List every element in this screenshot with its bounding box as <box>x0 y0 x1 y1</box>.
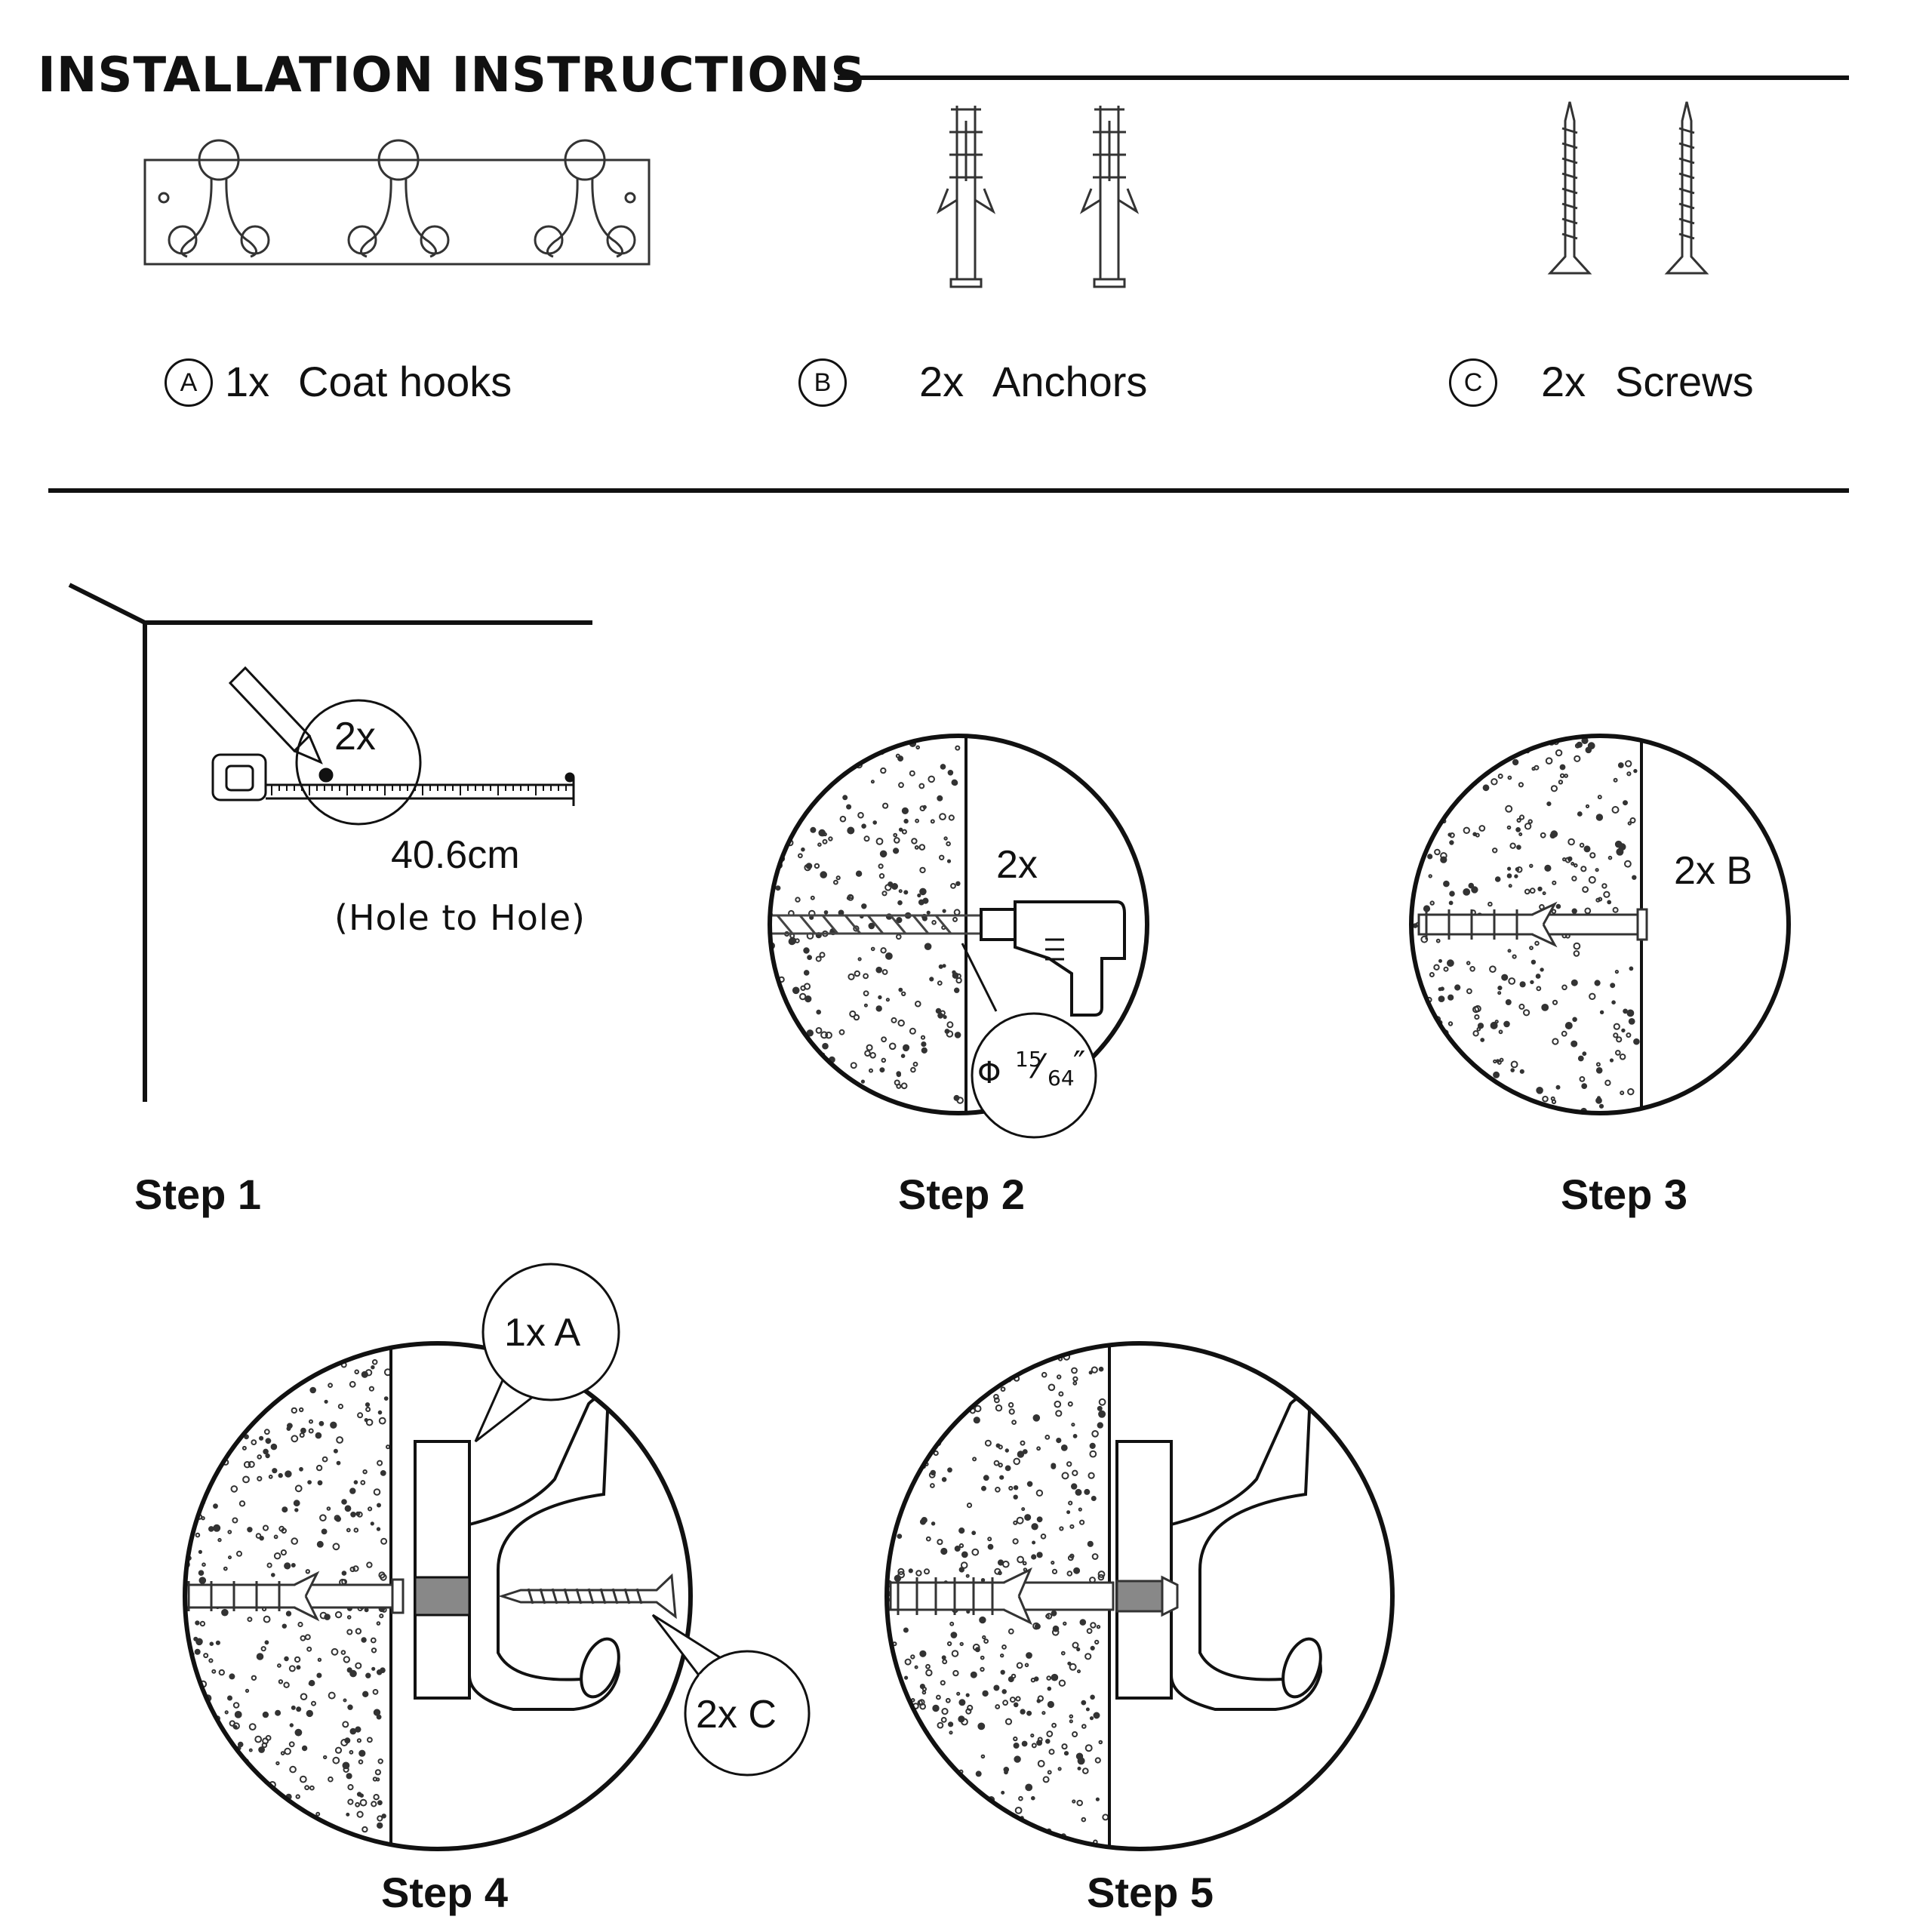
callout-2xC <box>651 1614 811 1777</box>
drill-size-numerator: 15 <box>1015 1047 1042 1072</box>
part-b-name: Anchors <box>992 358 1148 405</box>
part-a-name: Coat hooks <box>298 358 512 405</box>
step5-caption: Step 5 <box>1087 1869 1214 1916</box>
step2-caption: Step 2 <box>898 1171 1026 1218</box>
coat-rack-icon <box>143 139 651 266</box>
anchor-installed-icon <box>1417 901 1648 948</box>
part-c-badge: C <box>1449 358 1497 407</box>
part-c-qty: 2x <box>1541 358 1586 405</box>
step4-callout-a: 1x A <box>504 1311 581 1355</box>
drill-bit <box>770 914 981 935</box>
threaded-sleeve <box>414 1576 471 1617</box>
drill-size-slash: ⁄ <box>1035 1048 1041 1086</box>
mark-dot <box>318 768 334 783</box>
step3-caption: Step 3 <box>1561 1171 1688 1218</box>
mark-dot <box>565 772 575 783</box>
step2-diagram <box>768 734 1149 1139</box>
part-a-badge: A <box>165 358 213 407</box>
step4-diagram <box>183 1263 811 1851</box>
step1-diagram <box>68 583 592 1102</box>
part-b-badge: B <box>798 358 847 407</box>
wall-anchor-icon <box>936 106 1140 288</box>
drill-size-unit: ″ <box>1073 1044 1086 1083</box>
part-a-qty: 1x <box>225 358 270 405</box>
concrete-texture <box>770 736 964 1113</box>
step1-count: 2x <box>334 715 376 758</box>
diameter-symbol: Φ <box>977 1056 1001 1091</box>
screw-icon <box>1547 101 1709 275</box>
pencil-icon <box>228 666 323 764</box>
step2-count: 2x <box>996 843 1038 887</box>
step1-caption: Step 1 <box>134 1171 262 1218</box>
step4-callout-c: 2x C <box>696 1693 777 1737</box>
anchor-in-wall <box>185 1571 405 1622</box>
step4-caption: Step 4 <box>381 1869 509 1916</box>
step3-diagram <box>1409 734 1791 1115</box>
drill-size-callout <box>971 1012 1097 1139</box>
drill-icon <box>980 900 1126 1017</box>
screw-icon <box>498 1573 677 1620</box>
part-b-qty: 2x <box>919 358 964 405</box>
step3-callout: 2x B <box>1674 849 1753 893</box>
step1-distance: 40.6cm <box>391 833 520 877</box>
drill-size-denominator: 64 <box>1048 1066 1075 1091</box>
tape-ticks <box>271 785 567 795</box>
page-title: INSTALLATION INSTRUCTIONS <box>38 48 866 103</box>
step5-diagram <box>884 1341 1395 1851</box>
hook-icon <box>414 1396 621 1711</box>
part-c-name: Screws <box>1615 358 1754 405</box>
anchor-screw-installed <box>889 1567 1179 1626</box>
callout-1xA <box>474 1263 620 1443</box>
step1-note: (Hole to Hole) <box>334 897 586 938</box>
tape-measure-icon <box>211 753 575 806</box>
hook-icon <box>1115 1396 1323 1711</box>
magnifier-circle <box>295 699 422 826</box>
